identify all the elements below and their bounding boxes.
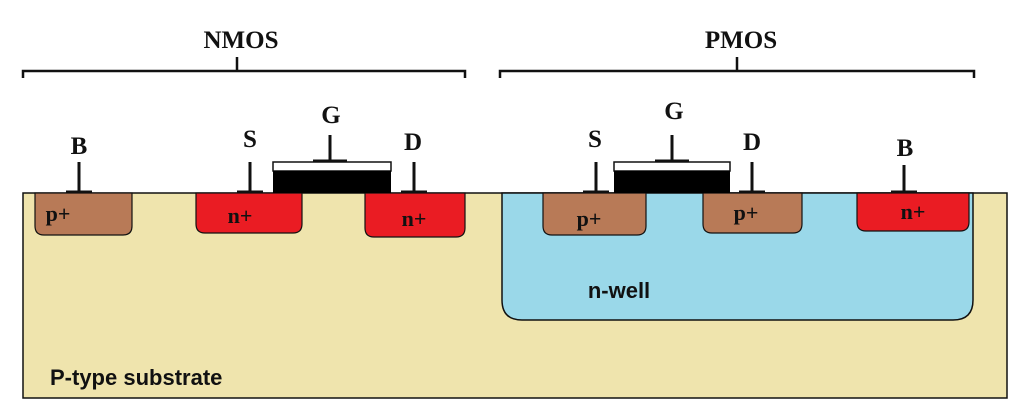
nmos-drain-label: D — [404, 129, 422, 156]
nmos-body-label: B — [71, 133, 88, 160]
pmos-gate-label: G — [664, 98, 683, 125]
substrate-label: P-type substrate — [50, 365, 222, 390]
pmos-source-p-plus-region — [542, 192, 647, 236]
nmos-gate-oxide — [272, 161, 392, 172]
pmos-body-terminal — [891, 165, 917, 194]
nwell-label: n-well — [588, 278, 650, 303]
nmos-gate-label: G — [321, 102, 340, 129]
pmos-drain-doping-label: p+ — [734, 200, 759, 225]
nmos-gate-terminal — [313, 135, 347, 163]
pmos-gate-oxide — [613, 161, 731, 172]
pmos-bracket — [498, 57, 976, 78]
nmos-body-p-plus-region — [34, 192, 133, 236]
pmos-body-label: B — [897, 135, 914, 162]
pmos-source-terminal — [583, 162, 609, 194]
pmos-title: PMOS — [705, 27, 777, 54]
pmos-body-n-plus-region — [856, 192, 970, 232]
nmos-source-label: S — [243, 126, 257, 153]
pmos-drain-p-plus-region — [702, 192, 803, 234]
nmos-source-doping-label: n+ — [228, 203, 253, 228]
nmos-body-terminal — [66, 162, 92, 194]
pmos-drain-terminal — [739, 162, 765, 194]
pmos-drain-label: D — [743, 129, 761, 156]
pmos-gate-metal — [614, 171, 730, 193]
nmos-drain-doping-label: n+ — [402, 206, 427, 231]
pmos-body-doping-label: n+ — [901, 199, 926, 224]
nmos-gate-metal — [273, 171, 391, 193]
pmos-gate-terminal — [655, 135, 689, 163]
pmos-source-label: S — [588, 126, 602, 153]
pmos-source-doping-label: p+ — [577, 206, 602, 231]
nmos-source-terminal — [237, 162, 263, 194]
nmos-bracket — [21, 57, 467, 78]
nmos-drain-terminal — [401, 162, 427, 194]
nmos-drain-n-plus-region — [364, 192, 466, 238]
nmos-source-n-plus-region — [195, 192, 303, 234]
nmos-body-doping-label: p+ — [46, 201, 71, 226]
nmos-title: NMOS — [204, 27, 279, 54]
